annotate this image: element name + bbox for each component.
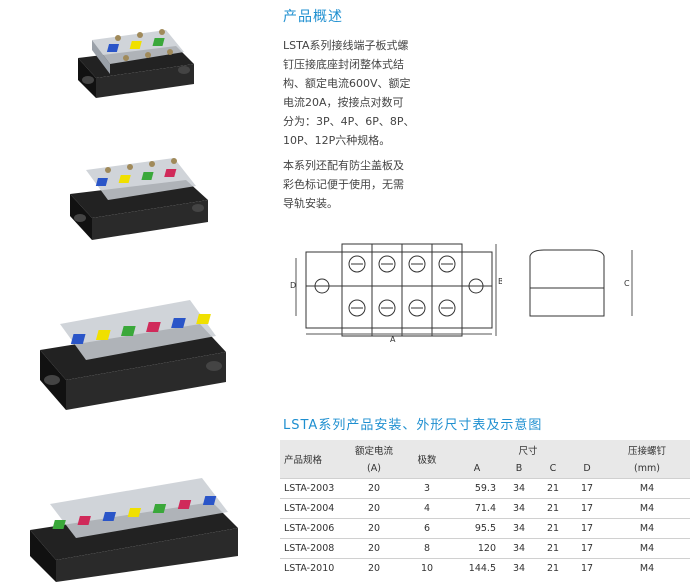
cell-current: 20: [367, 483, 381, 494]
terminal-block-8p-photo: [30, 478, 238, 582]
cell-b: 34: [512, 563, 526, 574]
terminal-block-4p-photo: [70, 158, 208, 240]
cell-screw: M4: [639, 483, 655, 494]
cell-poles: 10: [420, 563, 434, 574]
header-poles: 极数: [417, 455, 437, 466]
cell-a: 71.4: [474, 503, 496, 514]
cell-a: 120: [477, 543, 496, 554]
cell-b: 34: [512, 483, 526, 494]
cell-d: 17: [580, 543, 594, 554]
cell-b: 34: [512, 503, 526, 514]
header-current-unit: (A): [367, 463, 381, 474]
label-a: A: [390, 335, 396, 344]
header-d: D: [583, 463, 591, 474]
dimension-drawing-side: C: [529, 249, 633, 317]
cell-current: 20: [367, 503, 381, 514]
overview-line: 钉压接底座封闭整体式结: [283, 58, 404, 71]
header-b: B: [515, 463, 523, 474]
label-b: B: [498, 277, 502, 286]
header-screw: 压接螺钉: [627, 445, 666, 457]
cell-screw: M4: [639, 563, 655, 574]
overview-paragraph-1: LSTA系列接线端子板式螺 钉压接底座封闭整体式结 构、额定电流600V、额定 …: [283, 36, 433, 150]
header-c: C: [549, 463, 557, 474]
cell-current: 20: [367, 523, 381, 534]
overview-line: 构、额定电流600V、额定: [283, 77, 411, 90]
table-header-row-2: (A) A B C D (mm): [280, 459, 690, 479]
cell-poles: 8: [423, 543, 431, 554]
overview-line: 电流20A，按接点对数可: [283, 96, 404, 109]
cell-d: 17: [580, 523, 594, 534]
cell-c: 21: [546, 543, 560, 554]
header-screw-unit: (mm): [634, 463, 660, 474]
cell-a: 95.5: [474, 523, 496, 534]
cell-model: LSTA-2004: [284, 503, 335, 514]
cell-model: LSTA-2003: [284, 483, 335, 494]
dimension-drawing-front: D B A: [290, 243, 502, 344]
table-row: LSTA-2008 20 8 120 34 21 17 M4: [280, 538, 690, 559]
overview-line: 彩色标记便于使用，无需: [283, 178, 404, 191]
cell-poles: 4: [423, 503, 431, 514]
spec-table: 产品规格 额定电流 极数 尺寸 压接螺钉 (A) A B C D (mm) LS…: [280, 440, 690, 578]
cell-a: 144.5: [468, 563, 496, 574]
overview-paragraph-2: 本系列还配有防尘盖板及 彩色标记便于使用，无需 导轨安装。: [283, 156, 433, 213]
cell-d: 17: [580, 563, 594, 574]
header-current: 额定电流: [354, 445, 393, 457]
label-c: C: [624, 279, 630, 288]
cell-c: 21: [546, 503, 560, 514]
cell-b: 34: [512, 543, 526, 554]
table-row: LSTA-2010 20 10 144.5 34 21 17 M4: [280, 558, 690, 579]
cell-current: 20: [367, 563, 381, 574]
terminal-block-6p-photo: [40, 300, 226, 410]
overview-title: 产品概述: [283, 9, 343, 25]
cell-screw: M4: [639, 503, 655, 514]
cell-model: LSTA-2010: [284, 563, 335, 574]
overview-line: 本系列还配有防尘盖板及: [283, 159, 404, 172]
overview-line: LSTA系列接线端子板式螺: [283, 39, 409, 52]
table-header-row-1: 产品规格 额定电流 极数 尺寸 压接螺钉: [280, 440, 690, 466]
header-dims: 尺寸: [518, 445, 538, 457]
cell-poles: 6: [423, 523, 431, 534]
overview-line: 10P、12P六种规格。: [283, 134, 391, 147]
header-a: A: [473, 463, 481, 474]
cell-screw: M4: [639, 543, 655, 554]
cell-b: 34: [512, 523, 526, 534]
table-row: LSTA-2004 20 4 71.4 34 21 17 M4: [280, 498, 690, 519]
terminal-block-3p-photo: [78, 29, 194, 98]
cell-current: 20: [367, 543, 381, 554]
cell-model: LSTA-2006: [284, 523, 335, 534]
label-d: D: [290, 281, 296, 290]
table-row: LSTA-2006 20 6 95.5 34 21 17 M4: [280, 518, 690, 539]
overview-line: 分为：3P、4P、6P、8P、: [283, 115, 415, 128]
table-row: LSTA-2003 20 3 59.3 34 21 17 M4: [280, 478, 690, 499]
spec-table-title: LSTA系列产品安装、外形尺寸表及示意图: [283, 418, 543, 433]
cell-model: LSTA-2008: [284, 543, 335, 554]
cell-a: 59.3: [474, 483, 496, 494]
overview-line: 导轨安装。: [283, 197, 338, 210]
cell-c: 21: [546, 563, 560, 574]
header-model: 产品规格: [284, 455, 323, 466]
cell-c: 21: [546, 483, 560, 494]
cell-c: 21: [546, 523, 560, 534]
cell-poles: 3: [423, 483, 431, 494]
cell-d: 17: [580, 503, 594, 514]
cell-screw: M4: [639, 523, 655, 534]
cell-d: 17: [580, 483, 594, 494]
